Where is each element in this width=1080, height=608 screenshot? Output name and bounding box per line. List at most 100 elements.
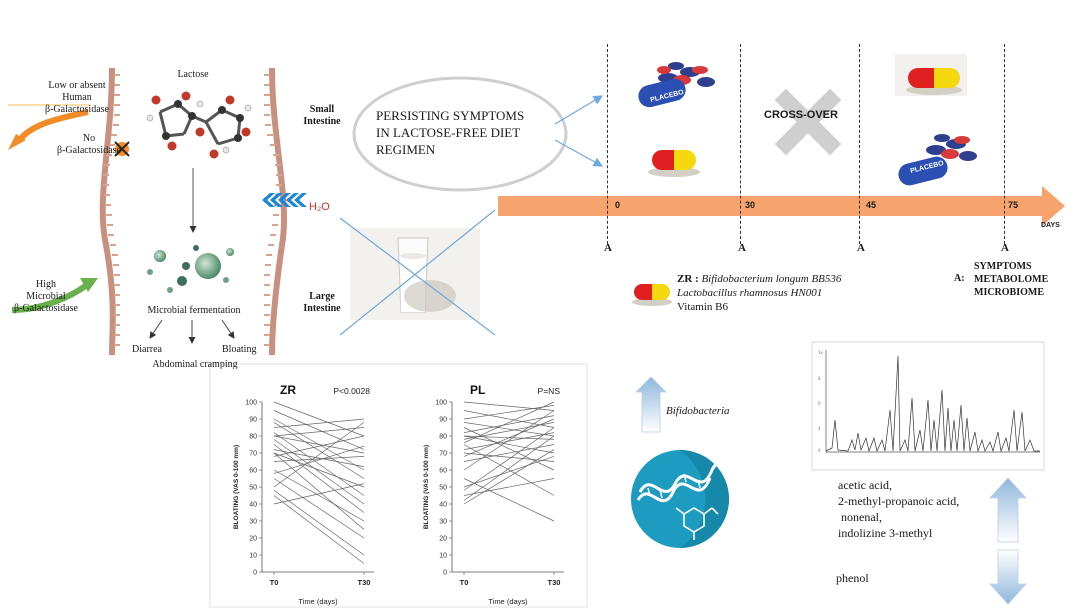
x-tick-label: T0: [460, 578, 469, 587]
zr-capsule-legend-icon: [632, 284, 672, 306]
y-tick-label: 90: [439, 417, 447, 424]
bacteria-cluster-icon: [147, 245, 234, 293]
y-tick-label: 50: [439, 485, 447, 492]
y-tick-label: 80: [439, 434, 447, 441]
small-intestine-label: Small Intestine: [303, 104, 341, 127]
high-enzyme-arrow: [11, 281, 90, 313]
placebo-pill-cluster-top: [638, 62, 715, 108]
svg-text:1e: 1e: [818, 350, 824, 355]
subject-line: [463, 452, 555, 462]
crossover-label: CROSS-OVER: [764, 109, 838, 121]
subject-line: [463, 427, 555, 491]
svg-text:4: 4: [818, 426, 821, 431]
y-axis-label: BLOATING (VAS 0-100 mm): [233, 445, 240, 529]
zr-strain-2: Lactobacillus rhamnosus HN001: [677, 287, 823, 299]
svg-text:8: 8: [818, 376, 821, 381]
subject-line: [463, 415, 555, 433]
y-tick-label: 70: [439, 451, 447, 458]
timeline-tick-0: 0: [615, 200, 621, 210]
subject-line: [273, 469, 365, 522]
svg-text:0: 0: [818, 448, 821, 453]
subject-line: [463, 449, 555, 505]
no-enzyme-cross-icon: [114, 141, 130, 157]
subject-line: [273, 435, 365, 457]
bifidobacteria-label: Bifidobacteria: [666, 405, 730, 417]
timeline-tick-75: 75: [1008, 200, 1019, 210]
fermentation-label: Microbial fermentation: [147, 305, 241, 316]
analysis-marker-75: A: [1001, 242, 1009, 254]
low-enzyme-arrow: [15, 109, 89, 144]
subject-line: [463, 427, 555, 471]
subject-line: [273, 427, 365, 437]
subject-line: [463, 410, 555, 471]
subject-line: [273, 478, 365, 539]
zr-capsule-icon-2: [895, 54, 967, 96]
subject-line: [463, 422, 555, 437]
y-tick-label: 20: [439, 536, 447, 543]
lactose-label: Lactose: [177, 69, 209, 80]
timeline-arrow: [498, 186, 1065, 226]
subject-line: [463, 401, 555, 411]
timeline-unit: DAYS: [1041, 222, 1060, 229]
water-label: H₂O: [309, 201, 330, 213]
subject-line: [273, 490, 365, 556]
analysis-marker-30: A: [738, 242, 746, 254]
timeline-tick-45: 45: [866, 200, 877, 210]
y-tick-label: 70: [249, 451, 257, 458]
subject-line: [463, 401, 555, 444]
symptoms-box-text: PERSISTING SYMPTOMS IN LACTOSE-FREE DIET…: [376, 108, 525, 157]
y-tick-label: 50: [249, 485, 257, 492]
subject-line: [273, 449, 365, 467]
y-tick-label: 0: [443, 570, 447, 577]
subject-line: [273, 439, 365, 505]
timeline-tick-30: 30: [745, 200, 756, 210]
analysis-marker-45: A: [857, 242, 865, 254]
subject-line: [273, 418, 365, 428]
timeline-marker-30: [740, 44, 741, 244]
chart-p-value: P=NS: [538, 386, 561, 396]
chart-title: ZR: [280, 383, 296, 397]
subject-line: [463, 444, 555, 496]
subject-line: [273, 401, 365, 437]
zr-composition: ZR : Bifidobacterium longum BB536 Lactob…: [677, 273, 842, 313]
subject-line: [463, 405, 555, 420]
y-tick-label: 0: [253, 570, 257, 577]
y-tick-label: 10: [439, 553, 447, 560]
y-tick-label: 60: [249, 468, 257, 475]
y-axis-label: BLOATING (VAS 0-100 mm): [423, 445, 430, 529]
subject-line: [273, 495, 365, 564]
low-human-enzyme-note: Low or absent Human β-Galactosidase: [45, 80, 109, 115]
crossover-cross-icon: [774, 88, 842, 156]
large-intestine-label: Large Intestine: [303, 291, 341, 314]
y-tick-label: 30: [439, 519, 447, 526]
intestine-left-villi: [103, 74, 120, 346]
subject-line: [273, 422, 365, 479]
subject-line: [273, 445, 365, 474]
zr-capsule-icon-1: [648, 150, 700, 177]
subject-line: [273, 422, 365, 488]
high-microbial-enzyme-note: High Microbial β-Galactosidase: [14, 279, 78, 314]
bifidobacteria-increase-arrow-icon: [635, 376, 667, 433]
y-tick-label: 20: [249, 536, 257, 543]
x-tick-label: T30: [358, 578, 371, 587]
timeline-marker-45: [859, 44, 860, 244]
subject-line: [273, 410, 365, 450]
y-tick-label: 90: [249, 417, 257, 424]
analysis-key-label: A:: [954, 273, 965, 284]
x-tick-label: T0: [270, 578, 279, 587]
subject-line: [273, 456, 365, 462]
lactose-molecule-icon: [158, 102, 242, 146]
metabolites-decrease-arrow-icon: [989, 549, 1027, 605]
y-tick-label: 100: [245, 400, 257, 407]
y-tick-label: 40: [249, 502, 257, 509]
y-tick-label: 60: [439, 468, 447, 475]
x-tick-label: T30: [548, 578, 561, 587]
svg-text:6: 6: [818, 401, 821, 406]
placebo-pill-cluster-bottom: [898, 134, 977, 186]
outcome-diarrhea: Diarrea: [132, 344, 162, 355]
subject-line: [273, 452, 365, 488]
